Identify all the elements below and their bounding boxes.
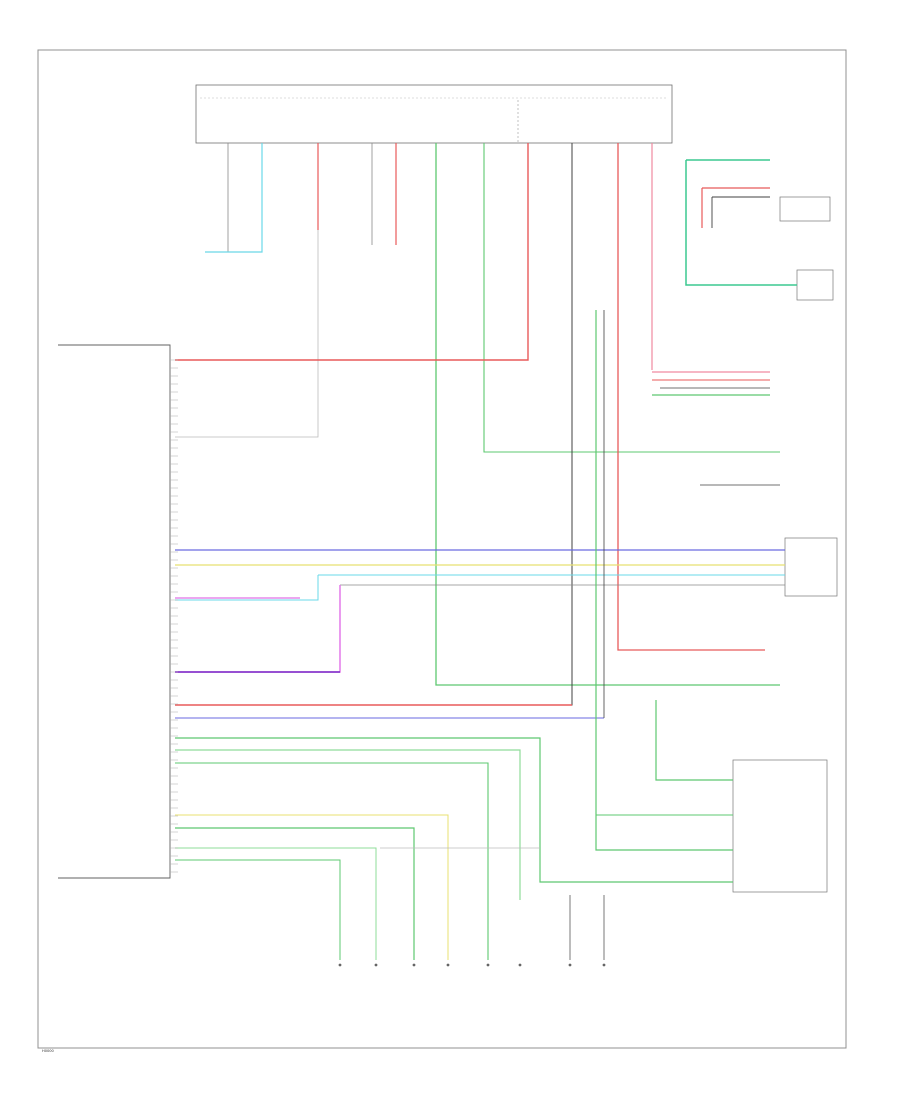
reference-code: H0000 [42, 1049, 55, 1053]
right-box-upper [779, 196, 831, 222]
wire-l-y [175, 814, 449, 960]
wire-t8 [175, 143, 529, 361]
wire-l-g5 [175, 847, 377, 960]
right-box-lower [784, 537, 838, 597]
connector-dot [412, 963, 416, 967]
wire-l-g1 [175, 737, 733, 883]
connector-dot [568, 963, 572, 967]
wire-t7 [483, 143, 780, 453]
right-box-middle [796, 269, 834, 301]
connector-dot [374, 963, 378, 967]
connector-dot [446, 963, 450, 967]
diagram-frame [37, 49, 847, 1049]
top-module-box [195, 84, 673, 144]
right-box-bottom [732, 759, 828, 893]
wire-t2 [205, 143, 263, 253]
left-module-box [58, 344, 171, 879]
wire-v1 [595, 310, 733, 851]
connector-dot [518, 963, 522, 967]
wire-t9 [175, 143, 573, 706]
wire-bus-cyan-b [175, 575, 319, 601]
wire-l-g6 [175, 859, 341, 960]
wire-t10 [617, 143, 765, 651]
connector-dot [486, 963, 490, 967]
pin-ticks [170, 359, 606, 967]
wire-t6 [435, 143, 680, 686]
connector-dot [602, 963, 606, 967]
connector-dot [338, 963, 342, 967]
wire-l-g2 [175, 749, 521, 900]
wires [175, 143, 797, 960]
wire-t3b [175, 230, 319, 438]
wire-l-g4 [175, 827, 415, 960]
wire-l-g3 [175, 762, 489, 960]
wire-v3 [655, 700, 733, 781]
wire-loop-b [685, 160, 797, 286]
